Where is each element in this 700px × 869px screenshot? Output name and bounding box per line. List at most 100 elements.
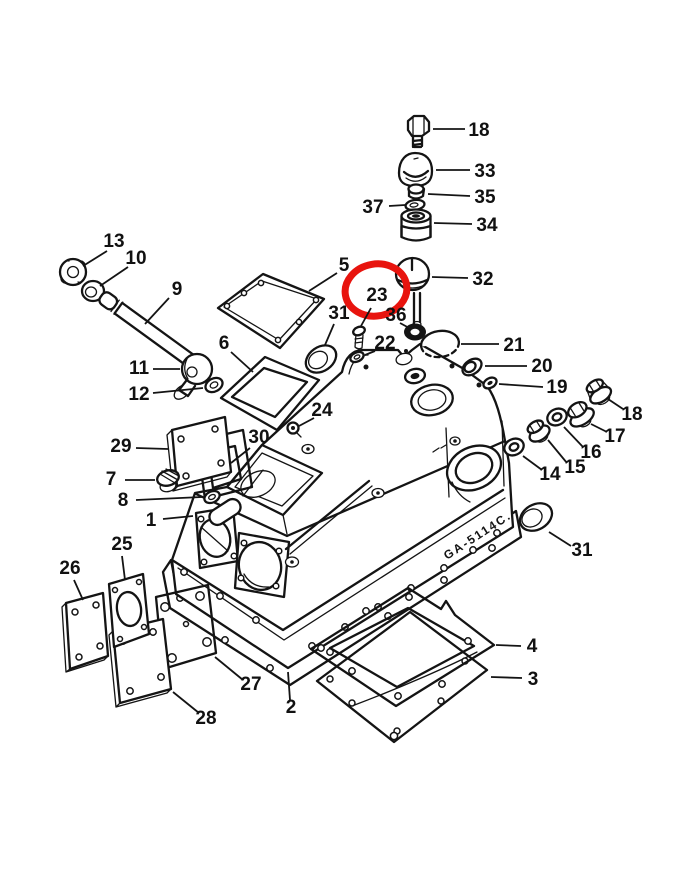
callout-2-label: 2 <box>286 697 297 718</box>
callout-3-label: 3 <box>528 669 539 690</box>
callout-24-label: 24 <box>311 400 333 421</box>
part-side-gasket-27 <box>154 583 218 671</box>
part-plug-15 <box>526 419 551 443</box>
callout-32: 32 <box>431 269 494 290</box>
part-bolt-18-top <box>406 114 431 149</box>
part-cap-21 <box>420 329 460 359</box>
callout-24: 24 <box>298 400 333 427</box>
callout-30-label: 30 <box>248 427 269 448</box>
callout-1-label: 1 <box>146 510 157 531</box>
callout-20: 20 <box>485 356 553 377</box>
part-screw-24 <box>286 421 302 438</box>
callout-34: 34 <box>433 215 498 236</box>
callout-19: 19 <box>498 377 568 398</box>
callout-14: 14 <box>522 455 561 485</box>
part-plug-31-left <box>304 344 338 374</box>
callout-2: 2 <box>286 671 297 718</box>
callout-17: 17 <box>590 423 626 447</box>
callout-32-label: 32 <box>472 269 493 290</box>
callout-18-top: 18 <box>433 120 490 141</box>
callout-8: 8 <box>118 490 203 511</box>
callout-15-label: 15 <box>564 457 586 478</box>
callout-31-left: 31 <box>324 303 350 346</box>
part-washer-22 <box>349 350 365 364</box>
callout-28: 28 <box>172 691 217 729</box>
callout-7: 7 <box>106 469 155 490</box>
part-plug-18-right <box>585 378 613 406</box>
callout-29-label: 29 <box>110 436 131 457</box>
callout-25-label: 25 <box>111 534 133 555</box>
callout-23: 23 <box>360 285 388 327</box>
part-plug-17 <box>567 400 595 428</box>
callout-16: 16 <box>563 426 602 463</box>
part-side-gasket-25 <box>107 572 151 649</box>
part-filter-34 <box>400 208 432 242</box>
callout-4: 4 <box>495 636 538 657</box>
part-washer-19 <box>482 376 498 390</box>
callout-37: 37 <box>362 197 406 218</box>
callout-12: 12 <box>128 384 204 405</box>
callout-22-label: 22 <box>374 333 395 354</box>
part-plug-7 <box>156 468 180 493</box>
part-oring-8 <box>203 489 221 505</box>
callout-9-label: 9 <box>172 279 183 300</box>
part-oring-14 <box>503 437 525 457</box>
callout-27: 27 <box>214 656 262 695</box>
callout-35-label: 35 <box>474 187 496 208</box>
part-plug-31-right <box>518 502 554 532</box>
callout-1: 1 <box>146 510 194 531</box>
part-cover-gasket-4 <box>309 586 496 708</box>
callout-5: 5 <box>308 255 350 292</box>
callout-28-label: 28 <box>195 708 216 729</box>
callout-3: 3 <box>490 669 539 690</box>
part-stud-23 <box>352 325 366 350</box>
callout-22: 22 <box>364 333 396 356</box>
callout-21: 21 <box>461 335 525 356</box>
callout-14-label: 14 <box>539 464 561 485</box>
callout-13: 13 <box>82 231 125 267</box>
part-nut-35 <box>407 183 426 200</box>
part-cover-29 <box>166 415 233 492</box>
callout-15: 15 <box>547 439 586 478</box>
callout-26-label: 26 <box>59 558 80 579</box>
callout-13-label: 13 <box>103 231 124 252</box>
callout-6-label: 6 <box>219 333 230 354</box>
part-ball-joint-11 <box>173 352 214 400</box>
callout-4-label: 4 <box>527 636 538 657</box>
callout-25: 25 <box>111 534 133 581</box>
callout-8-label: 8 <box>118 490 129 511</box>
part-bushing-10 <box>80 279 106 303</box>
callout-12-label: 12 <box>128 384 149 405</box>
callout-33-label: 33 <box>474 161 495 182</box>
callout-20-label: 20 <box>531 356 552 377</box>
callout-18-right-label: 18 <box>621 404 642 425</box>
part-seal-20 <box>461 357 483 377</box>
callout-19-label: 19 <box>546 377 567 398</box>
part-main-case: GA-5114C. <box>170 342 515 670</box>
callout-35: 35 <box>427 187 496 208</box>
part-cover-5 <box>216 272 326 350</box>
part-side-cover-26 <box>61 591 110 673</box>
callout-18-right: 18 <box>607 398 643 425</box>
callout-23-label: 23 <box>366 285 387 306</box>
callout-9: 9 <box>144 279 183 325</box>
callout-37-label: 37 <box>362 197 383 218</box>
callout-26: 26 <box>59 558 84 601</box>
part-nut-13 <box>58 257 88 287</box>
callout-10: 10 <box>99 248 147 287</box>
callouts: 18 33 35 37 34 32 23 36 22 5 31 6 21 20 … <box>59 120 642 729</box>
callout-34-label: 34 <box>476 215 498 236</box>
part-cap-33 <box>397 151 434 188</box>
callout-31-right: 31 <box>548 531 593 561</box>
callout-33: 33 <box>436 161 496 182</box>
callout-7-label: 7 <box>106 469 117 490</box>
callout-31-left-label: 31 <box>328 303 350 324</box>
callout-11: 11 <box>129 358 180 379</box>
part-clip-12 <box>204 376 224 394</box>
part-oring-16 <box>546 407 568 427</box>
callout-16-label: 16 <box>580 442 601 463</box>
highlight-circle <box>341 260 411 320</box>
callout-5-label: 5 <box>339 255 350 276</box>
